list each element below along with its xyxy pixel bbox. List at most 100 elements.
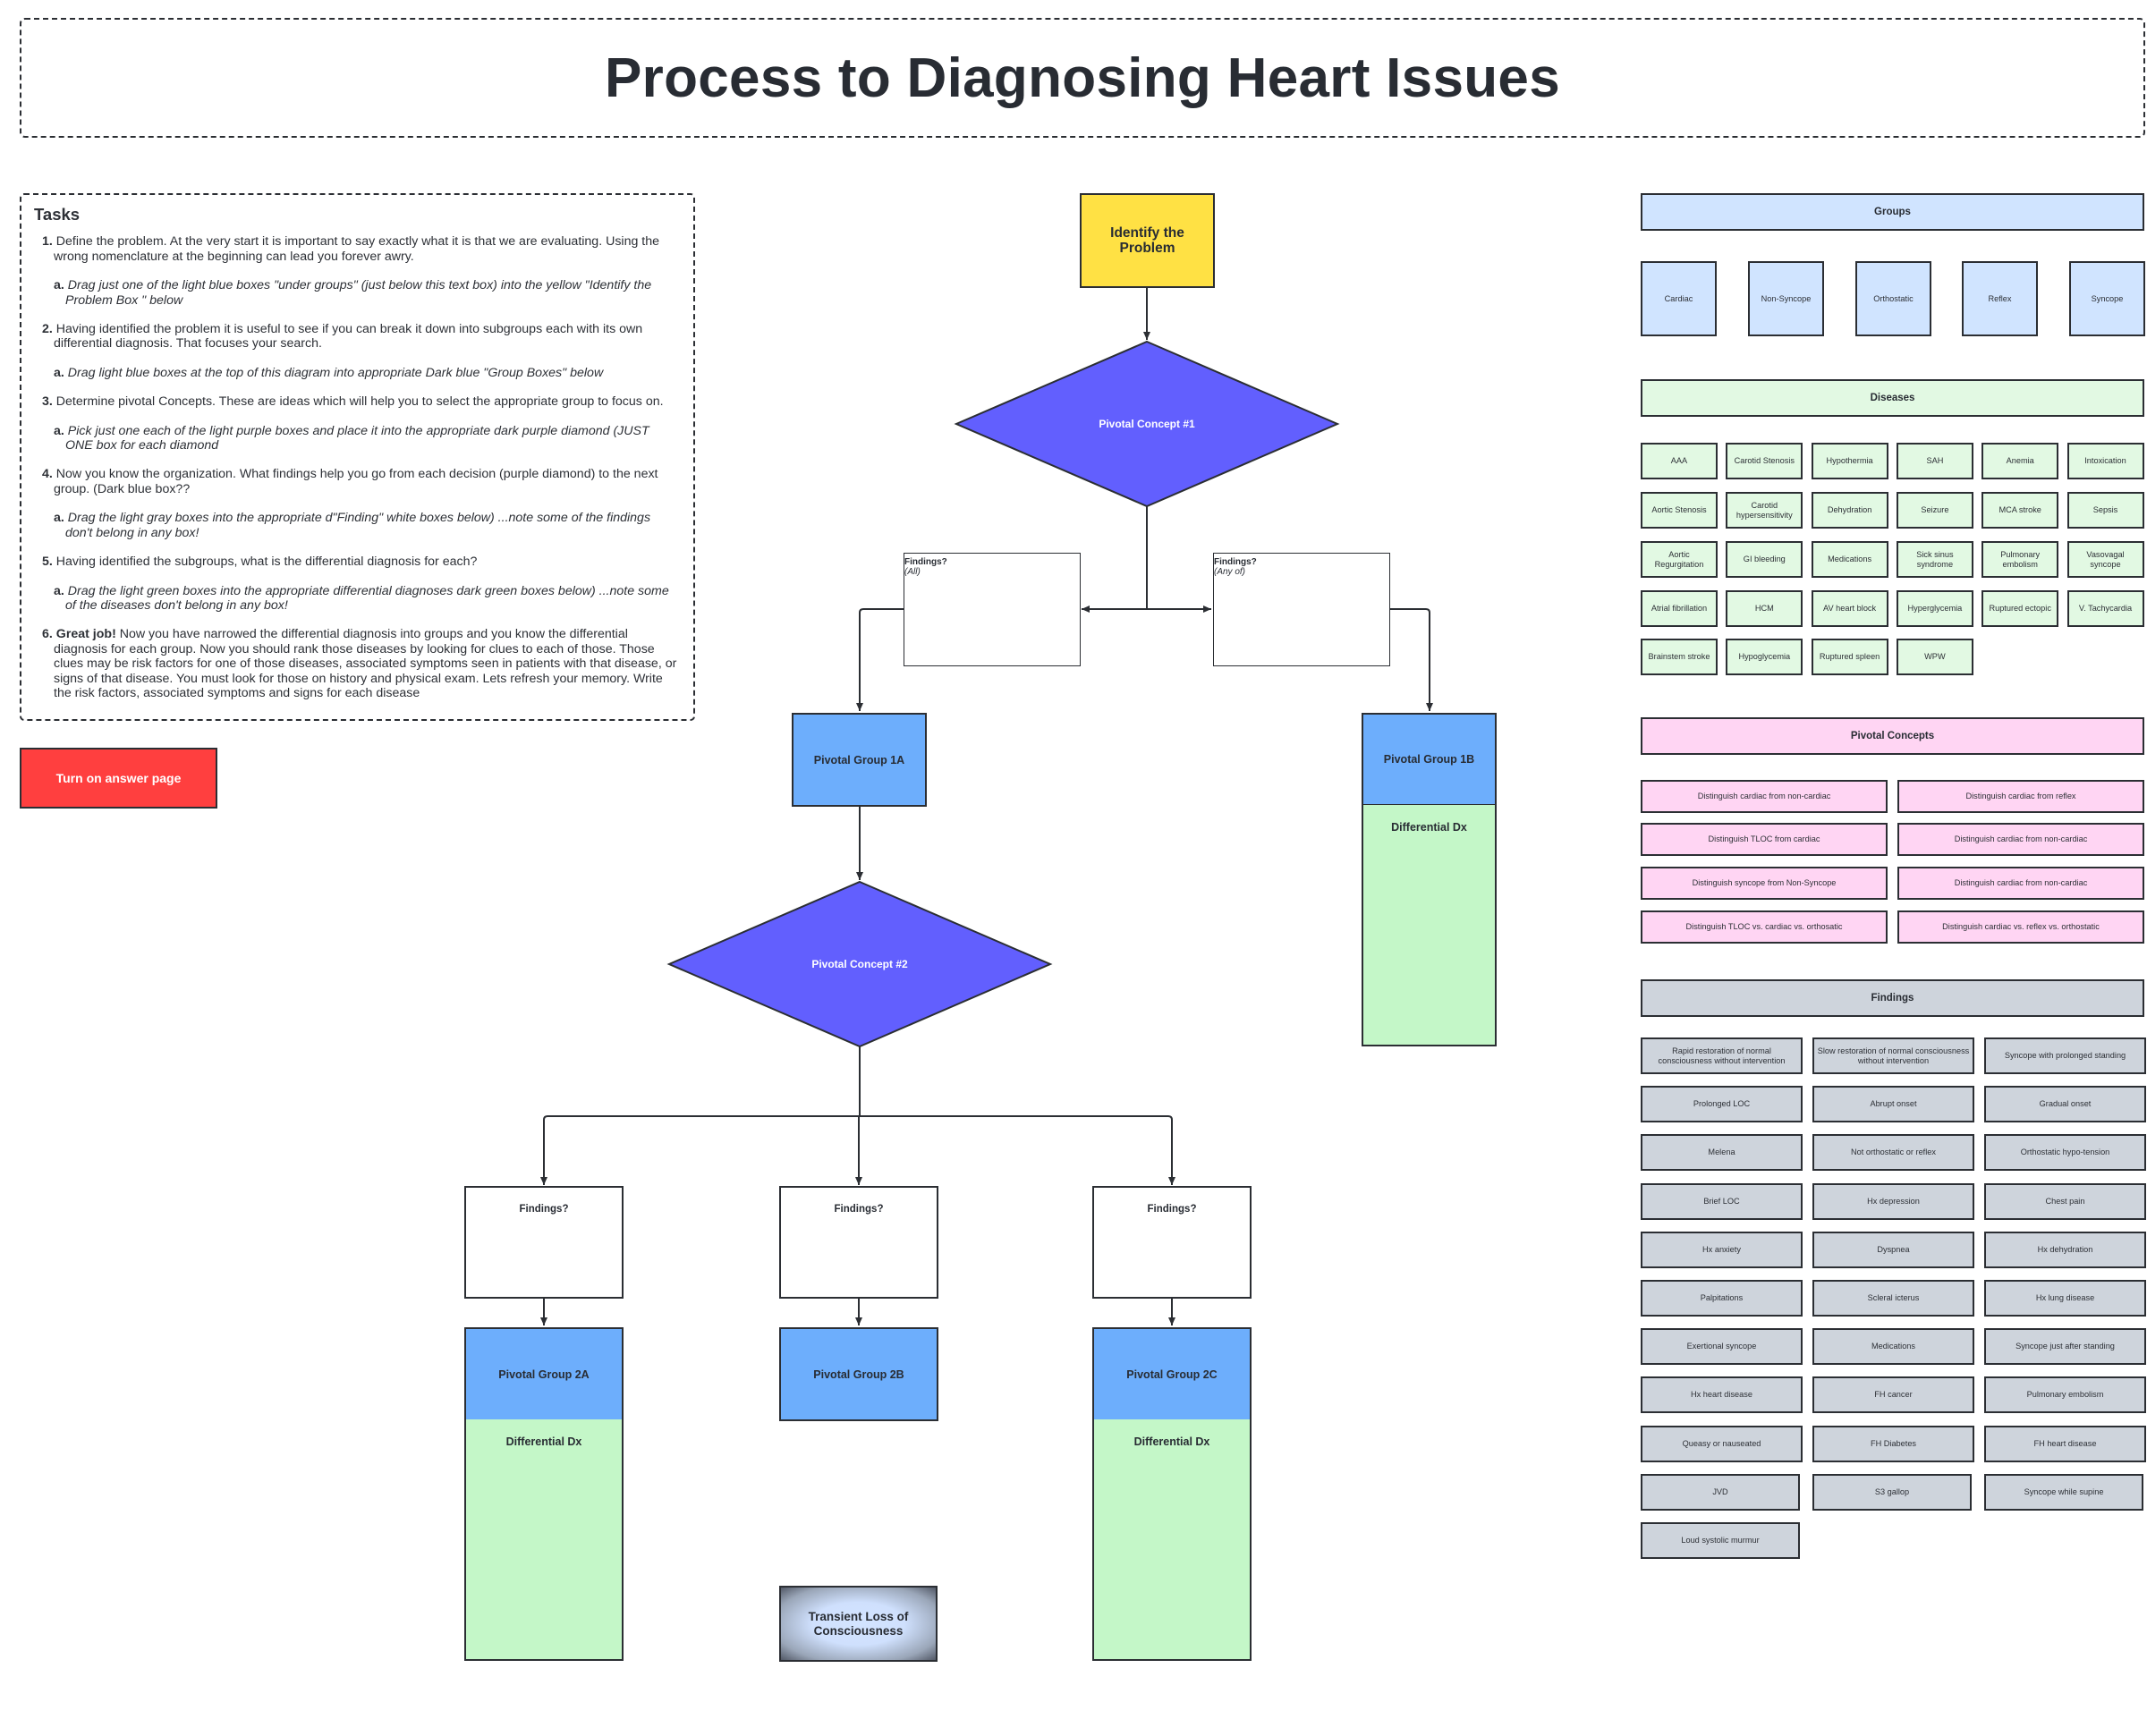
findings-2b-box[interactable]: Findings? bbox=[779, 1186, 938, 1299]
finding-chip[interactable]: S3 gallop bbox=[1812, 1473, 1972, 1511]
page-title: Process to Diagnosing Heart Issues bbox=[605, 47, 1560, 109]
pivotal-group-2a-box[interactable]: Pivotal Group 2A bbox=[464, 1327, 624, 1421]
disease-chip[interactable]: V. Tachycardia bbox=[2066, 590, 2144, 627]
connector-findings-all-to-1a bbox=[856, 608, 904, 711]
finding-chip[interactable]: Syncope just after standing bbox=[1984, 1328, 2146, 1366]
task-subitem-letter: a. bbox=[54, 511, 64, 526]
disease-chip[interactable]: MCA stroke bbox=[1982, 492, 2059, 529]
pivotal-concept-chip[interactable]: Distinguish TLOC from cardiac bbox=[1641, 823, 1888, 856]
finding-chip[interactable]: FH Diabetes bbox=[1812, 1425, 1974, 1462]
differential-dx-1b-box[interactable]: Differential Dx bbox=[1362, 805, 1497, 1046]
disease-chip[interactable]: Aortic Regurgitation bbox=[1641, 541, 1718, 578]
finding-chip[interactable]: Exertional syncope bbox=[1641, 1328, 1803, 1366]
finding-chip[interactable]: Slow restoration of normal consciousness… bbox=[1812, 1037, 1974, 1074]
finding-chip[interactable]: Pulmonary embolism bbox=[1984, 1376, 2146, 1414]
disease-chip[interactable]: Sick sinus syndrome bbox=[1896, 541, 1973, 578]
finding-chip[interactable]: Hx dehydration bbox=[1984, 1231, 2146, 1268]
transient-loss-of-consciousness-chip[interactable]: Transient Loss of Consciousness bbox=[779, 1586, 938, 1662]
pivotal-group-1a-box[interactable]: Pivotal Group 1A bbox=[792, 713, 927, 807]
finding-chip[interactable]: Not orthostatic or reflex bbox=[1812, 1134, 1974, 1172]
finding-chip[interactable]: Syncope with prolonged standing bbox=[1984, 1037, 2146, 1074]
findings-any-subtitle: (Any of) bbox=[1214, 567, 1246, 577]
task-subitem: a. Drag just one of the light blue boxes… bbox=[34, 278, 679, 308]
pivotal-concept-chip[interactable]: Distinguish syncope from Non-Syncope bbox=[1641, 867, 1888, 900]
findings-2a-box[interactable]: Findings? bbox=[464, 1186, 624, 1299]
disease-chip[interactable]: WPW bbox=[1896, 639, 1973, 675]
disease-chip[interactable]: Vasovagal syncope bbox=[2066, 541, 2144, 578]
group-chip[interactable]: Reflex bbox=[1962, 261, 2038, 336]
disease-chip[interactable]: Ruptured spleen bbox=[1811, 639, 1888, 675]
finding-chip[interactable]: Hx heart disease bbox=[1641, 1376, 1803, 1414]
pivotal-concept-chip[interactable]: Distinguish cardiac from non-cardiac bbox=[1897, 867, 2144, 900]
group-chip[interactable]: Non-Syncope bbox=[1748, 261, 1824, 336]
pivotal-concept-1-label-wrap: Pivotal Concept #1 bbox=[956, 342, 1337, 506]
identify-problem-box[interactable]: Identify the Problem bbox=[1080, 193, 1215, 288]
disease-chip[interactable]: Medications bbox=[1811, 541, 1888, 578]
pivotal-group-2b-box[interactable]: Pivotal Group 2B bbox=[779, 1327, 938, 1421]
findings-2c-box[interactable]: Findings? bbox=[1092, 1186, 1252, 1299]
finding-chip[interactable]: Orthostatic hypo-tension bbox=[1984, 1134, 2146, 1172]
disease-chip[interactable]: Seizure bbox=[1896, 492, 1973, 529]
findings-all-box[interactable]: Findings? (All) bbox=[904, 553, 1081, 666]
disease-chip[interactable]: AAA bbox=[1641, 443, 1718, 479]
pivotal-concept-chip[interactable]: Distinguish cardiac vs. reflex vs. ortho… bbox=[1897, 910, 2144, 944]
finding-chip[interactable]: Queasy or nauseated bbox=[1641, 1425, 1803, 1462]
finding-chip[interactable]: Medications bbox=[1812, 1328, 1974, 1366]
disease-chip[interactable]: Aortic Stenosis bbox=[1641, 492, 1718, 529]
pivotal-group-1b-box[interactable]: Pivotal Group 1B bbox=[1362, 713, 1497, 806]
finding-chip[interactable]: Melena bbox=[1641, 1134, 1803, 1172]
findings-any-box[interactable]: Findings? (Any of) bbox=[1213, 553, 1390, 666]
differential-dx-2a-box[interactable]: Differential Dx bbox=[464, 1419, 624, 1661]
finding-chip[interactable]: Scleral icterus bbox=[1812, 1280, 1974, 1317]
finding-chip[interactable]: Syncope while supine bbox=[1984, 1473, 2143, 1511]
finding-chip[interactable]: Chest pain bbox=[1984, 1182, 2146, 1220]
disease-chip[interactable]: Intoxication bbox=[2066, 443, 2144, 479]
pivotal-concept-chip[interactable]: Distinguish cardiac from non-cardiac bbox=[1897, 823, 2144, 856]
disease-chip[interactable]: Anemia bbox=[1982, 443, 2059, 479]
finding-chip[interactable]: JVD bbox=[1641, 1473, 1800, 1511]
disease-chip[interactable]: Sepsis bbox=[2066, 492, 2144, 529]
pivotal-concept-chip[interactable]: Distinguish cardiac from non-cardiac bbox=[1641, 780, 1888, 813]
finding-chip[interactable]: Abrupt onset bbox=[1812, 1086, 1974, 1123]
disease-chip[interactable]: AV heart block bbox=[1811, 590, 1888, 627]
disease-chip[interactable]: Hypoglycemia bbox=[1726, 639, 1803, 675]
finding-chip[interactable]: Palpitations bbox=[1641, 1280, 1803, 1317]
disease-chip[interactable]: Ruptured ectopic bbox=[1982, 590, 2059, 627]
finding-chip[interactable]: Rapid restoration of normal consciousnes… bbox=[1641, 1037, 1803, 1074]
disease-chip[interactable]: Atrial fibrillation bbox=[1641, 590, 1718, 627]
group-chip[interactable]: Orthostatic bbox=[1855, 261, 1931, 336]
disease-chip[interactable]: SAH bbox=[1896, 443, 1973, 479]
finding-chip[interactable]: Hx depression bbox=[1812, 1182, 1974, 1220]
disease-chip[interactable]: Hyperglycemia bbox=[1896, 590, 1973, 627]
finding-chip[interactable]: FH heart disease bbox=[1984, 1425, 2146, 1462]
finding-chip[interactable]: Hx lung disease bbox=[1984, 1280, 2146, 1317]
group-chip[interactable]: Cardiac bbox=[1641, 261, 1717, 336]
pivotal-concept-chip[interactable]: Distinguish TLOC vs. cardiac vs. orthosa… bbox=[1641, 910, 1888, 944]
finding-chip[interactable]: Prolonged LOC bbox=[1641, 1086, 1803, 1123]
finding-chip[interactable]: Gradual onset bbox=[1984, 1086, 2146, 1123]
pivotal-concept-chip[interactable]: Distinguish cardiac from reflex bbox=[1897, 780, 2144, 813]
finding-chip[interactable]: Brief LOC bbox=[1641, 1182, 1803, 1220]
task-item: 6. Great job! Now you have narrowed the … bbox=[34, 627, 679, 700]
pivotal-concept-1-diamond[interactable] bbox=[954, 340, 1340, 508]
disease-chip[interactable]: Carotid hypersensitivity bbox=[1726, 492, 1803, 529]
pivotal-concept-2-diamond[interactable] bbox=[666, 880, 1053, 1048]
task-subitem-letter: a. bbox=[54, 278, 64, 293]
disease-chip[interactable]: Carotid Stenosis bbox=[1726, 443, 1803, 479]
group-chip[interactable]: Syncope bbox=[2069, 261, 2145, 336]
disease-chip[interactable]: GI bleeding bbox=[1726, 541, 1803, 578]
disease-chip[interactable]: Brainstem stroke bbox=[1641, 639, 1718, 675]
turn-on-answer-page-button[interactable]: Turn on answer page bbox=[20, 748, 217, 809]
disease-chip[interactable]: Pulmonary embolism bbox=[1982, 541, 2059, 578]
finding-chip[interactable]: FH cancer bbox=[1812, 1376, 1974, 1414]
task-subitem: a. Drag light blue boxes at the top of t… bbox=[34, 366, 679, 380]
finding-chip[interactable]: Loud systolic murmur bbox=[1641, 1522, 1800, 1559]
pivotal-group-2c-box[interactable]: Pivotal Group 2C bbox=[1092, 1327, 1252, 1421]
disease-chip[interactable]: Dehydration bbox=[1811, 492, 1888, 529]
title-container: Process to Diagnosing Heart Issues bbox=[20, 18, 2145, 138]
disease-chip[interactable]: Hypothermia bbox=[1811, 443, 1888, 479]
finding-chip[interactable]: Dyspnea bbox=[1812, 1231, 1974, 1268]
finding-chip[interactable]: Hx anxiety bbox=[1641, 1231, 1803, 1268]
disease-chip[interactable]: HCM bbox=[1726, 590, 1803, 627]
differential-dx-2c-box[interactable]: Differential Dx bbox=[1092, 1419, 1252, 1661]
